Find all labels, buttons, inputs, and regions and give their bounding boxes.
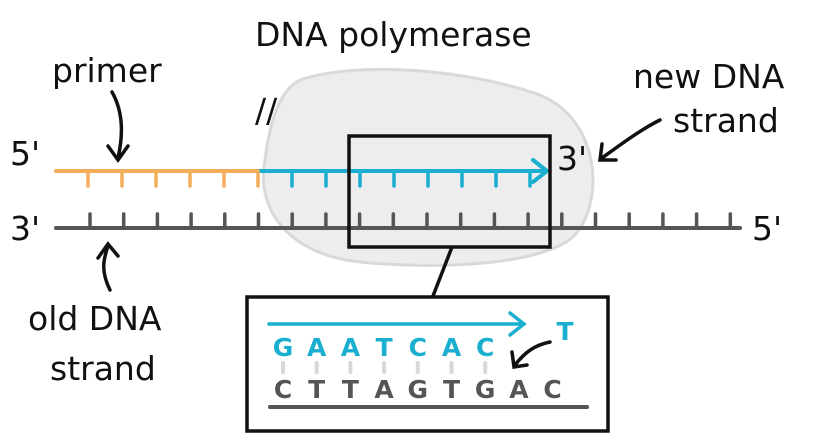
- title-dna-polymerase: DNA polymerase: [255, 15, 532, 54]
- label-top-5prime: 5': [10, 134, 40, 173]
- inset-box: [245, 295, 610, 433]
- label-new-strand-1: new DNA: [633, 57, 785, 96]
- new-base: A: [341, 333, 361, 362]
- label-old-strand-1: old DNA: [28, 299, 162, 338]
- zoom-connector: [431, 246, 454, 297]
- incoming-base-arrow: [510, 340, 552, 370]
- template-base: C: [274, 375, 292, 404]
- new-base: C: [476, 333, 494, 362]
- incoming-base: T: [556, 317, 573, 346]
- template-base: G: [408, 375, 429, 404]
- zoom-box: [347, 134, 552, 249]
- template-base: G: [475, 375, 496, 404]
- dna-polymerase-blob: [261, 67, 595, 267]
- template-base: T: [342, 375, 359, 404]
- new-base: A: [307, 333, 327, 362]
- inset-arrowhead: [508, 311, 527, 337]
- old-strand-arrow: [96, 241, 120, 292]
- new-base: T: [376, 333, 393, 362]
- new-strand-arrow: [598, 118, 662, 162]
- motion-marks: //: [255, 91, 278, 130]
- label-primer: primer: [52, 51, 162, 90]
- template-base: T: [308, 375, 325, 404]
- label-old-strand-2: strand: [50, 349, 156, 388]
- template-base: T: [443, 375, 460, 404]
- new-strand-arrowhead: [531, 158, 551, 184]
- label-bottom-3prime: 3': [10, 209, 40, 248]
- template-base: A: [509, 375, 529, 404]
- template-base: A: [374, 375, 394, 404]
- primer-arrow: [106, 90, 130, 164]
- new-base: A: [442, 333, 462, 362]
- new-base: C: [409, 333, 427, 362]
- label-new-strand-2: strand: [673, 101, 779, 140]
- new-base: G: [273, 333, 294, 362]
- label-top-3prime: 3': [557, 139, 587, 178]
- template-base: C: [543, 375, 561, 404]
- label-bottom-5prime: 5': [752, 209, 782, 248]
